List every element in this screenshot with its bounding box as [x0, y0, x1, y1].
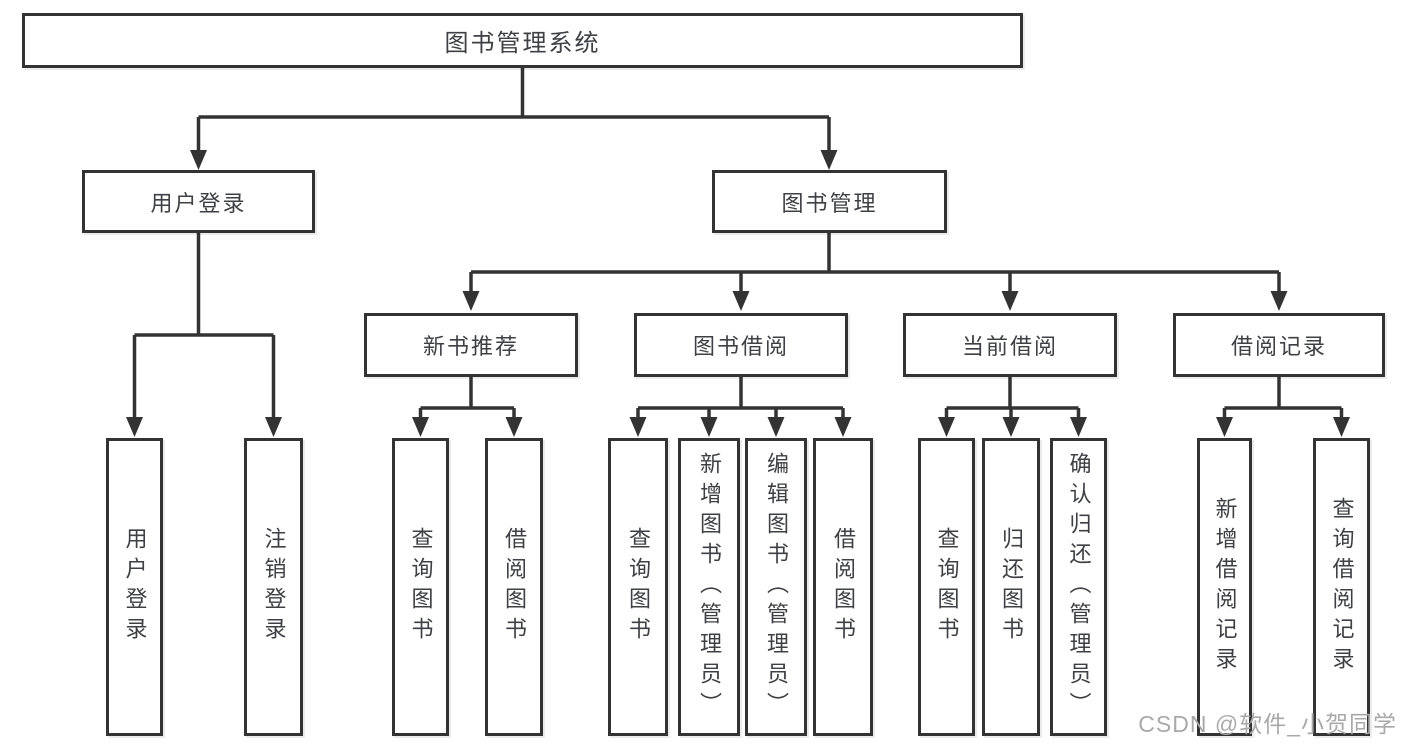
arrowhead-records-add — [1216, 417, 1233, 437]
leaf-borrow-borrow-books: 借阅图书 — [813, 438, 873, 736]
node-borrow-records: 借阅记录 — [1173, 313, 1385, 377]
arrowhead-borrow-edit — [767, 417, 785, 437]
node-new-book-recommend: 新书推荐 — [364, 313, 578, 377]
arrowhead-borrow-query — [629, 417, 647, 437]
leaf-current-query-books-label: 查询图书 — [934, 527, 960, 647]
arrowhead-leaf-logout — [265, 417, 282, 437]
leaf-user-login-label: 用户登录 — [122, 527, 148, 647]
arrowhead-borrow-add — [700, 417, 718, 437]
leaf-edit-book-admin: 编辑图书（管理员） — [745, 438, 807, 736]
leaf-logout-label: 注销登录 — [261, 527, 287, 647]
leaf-borrow-borrow-books-label: 借阅图书 — [831, 527, 856, 647]
arrowhead-recommend-query — [412, 417, 429, 437]
arrowhead-current-query — [938, 417, 955, 437]
leaf-recommend-query-books: 查询图书 — [392, 438, 449, 736]
watermark: CSDN @软件_小贺同学 — [1138, 711, 1397, 737]
leaf-query-borrow-record: 查询借阅记录 — [1313, 438, 1370, 736]
leaf-logout: 注销登录 — [244, 438, 303, 736]
leaf-add-book-admin-label: 新增图书（管理员） — [697, 452, 722, 722]
leaf-recommend-borrow-books-label: 借阅图书 — [502, 527, 527, 647]
leaf-return-books: 归还图书 — [982, 438, 1040, 736]
leaf-borrow-query-books-label: 查询图书 — [626, 527, 651, 647]
arrowhead-new-book — [462, 291, 480, 311]
arrowhead-borrow-records — [1270, 291, 1288, 311]
node-root-library-system: 图书管理系统 — [22, 13, 1023, 68]
leaf-confirm-return-admin-label: 确认归还（管理员） — [1066, 452, 1092, 722]
arrowhead-recommend-borrow — [505, 417, 523, 437]
leaf-query-borrow-record-label: 查询借阅记录 — [1329, 497, 1355, 677]
leaf-edit-book-admin-label: 编辑图书（管理员） — [764, 452, 789, 722]
arrowhead-borrow-borrow — [834, 417, 852, 437]
node-user-login: 用户登录 — [82, 170, 315, 233]
arrowhead-records-query — [1333, 417, 1350, 437]
leaf-add-book-admin: 新增图书（管理员） — [678, 438, 740, 736]
leaf-current-query-books: 查询图书 — [918, 438, 975, 736]
node-current-borrow: 当前借阅 — [903, 313, 1117, 377]
leaf-borrow-query-books: 查询图书 — [608, 438, 668, 736]
leaf-user-login: 用户登录 — [106, 438, 163, 736]
arrowhead-current-borrow — [1001, 291, 1019, 311]
arrowhead-book-management — [820, 150, 838, 170]
leaf-recommend-query-books-label: 查询图书 — [408, 527, 434, 647]
leaf-confirm-return-admin: 确认归还（管理员） — [1050, 438, 1107, 736]
arrowhead-current-confirm — [1070, 417, 1087, 437]
arrowhead-leaf-login — [126, 417, 143, 437]
arrowhead-book-borrow — [732, 291, 750, 311]
arrowhead-current-return — [1002, 417, 1020, 437]
node-book-management: 图书管理 — [712, 170, 947, 233]
arrowhead-user-login — [190, 150, 207, 170]
leaf-add-borrow-record: 新增借阅记录 — [1197, 438, 1252, 736]
leaf-add-borrow-record-label: 新增借阅记录 — [1212, 497, 1238, 677]
leaf-recommend-borrow-books: 借阅图书 — [485, 438, 543, 736]
node-book-borrow: 图书借阅 — [634, 313, 848, 377]
leaf-return-books-label: 归还图书 — [999, 527, 1024, 647]
